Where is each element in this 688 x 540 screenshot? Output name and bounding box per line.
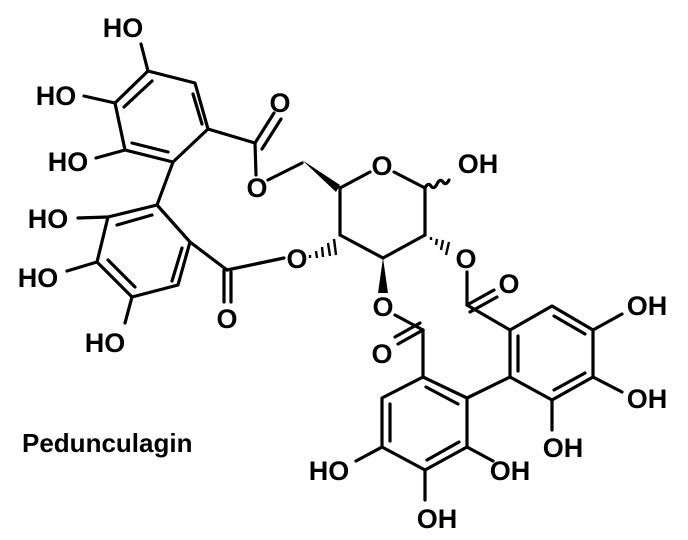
ester-oxygen-label: O — [372, 292, 393, 322]
ester-oxygen-label: O — [455, 244, 476, 274]
hydroxyl-label: OH — [627, 291, 668, 321]
ring-d — [380, 375, 469, 472]
hashed-bond — [429, 237, 451, 256]
ring-oxygen-label: O — [371, 151, 392, 181]
glucose-ring — [338, 170, 427, 260]
hashed-bond — [308, 238, 338, 259]
hydroxyl-label: HO — [48, 147, 89, 177]
ester-oxygen-label: O — [246, 173, 267, 203]
wedge-bond — [302, 160, 340, 192]
bond — [82, 94, 117, 105]
hydroxyl-label: HO — [85, 328, 126, 358]
carbonyl-oxygen-label: O — [371, 339, 392, 369]
hydroxyl-label: HO — [309, 456, 350, 486]
ring-c — [508, 304, 595, 402]
carbonyl-oxygen-label: O — [216, 304, 237, 334]
ring-b — [95, 203, 192, 299]
wavy-bond — [423, 178, 451, 190]
ring-a — [113, 69, 210, 164]
hydroxyl-label: HO — [103, 13, 144, 43]
wedge-bond — [378, 258, 388, 293]
hydroxyl-label: HO — [18, 263, 59, 293]
carbonyl-oxygen-label: O — [269, 88, 290, 118]
hydroxyl-label: OH — [627, 384, 668, 414]
hydroxyl-label: HO — [28, 204, 69, 234]
compound-name: Pedunculagin — [22, 428, 192, 458]
hydroxyl-label: OH — [543, 433, 584, 463]
hydroxyl-label: OH — [490, 456, 531, 486]
biaryl-bond-cd — [465, 375, 512, 400]
carbonyl-oxygen-label: O — [498, 269, 519, 299]
ester-oxygen-label: O — [286, 244, 307, 274]
biaryl-bond-ab — [155, 160, 175, 207]
hydroxyl-label: OH — [417, 504, 458, 534]
anomeric-hydroxyl-label: OH — [458, 149, 499, 179]
hydroxyl-label: HO — [36, 81, 77, 111]
bond — [94, 148, 127, 160]
bond — [139, 42, 150, 73]
